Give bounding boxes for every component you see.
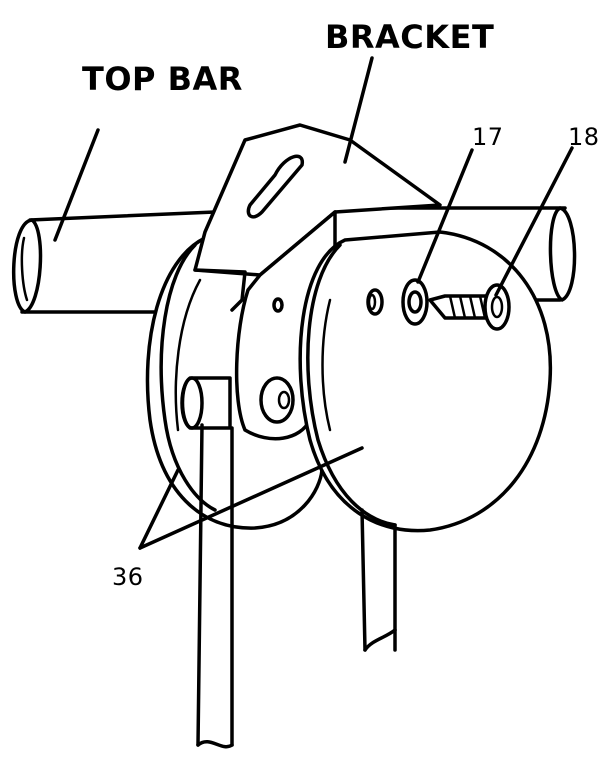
part-36-leader-b bbox=[138, 446, 364, 550]
part-36-leader-a bbox=[138, 468, 180, 550]
washer-17 bbox=[401, 278, 429, 326]
part-17-label: 17 bbox=[472, 123, 504, 151]
part-36-label: 36 bbox=[112, 563, 144, 591]
top-bar-label: TOP BAR bbox=[82, 60, 243, 98]
part-18-leader bbox=[494, 146, 574, 297]
right-pulley bbox=[298, 230, 553, 533]
callout-labels: TOP BAR BRACKET 17 18 36 bbox=[82, 18, 600, 591]
top-bar-tube bbox=[11, 206, 577, 314]
part-18-label: 18 bbox=[568, 123, 600, 151]
right-leg bbox=[360, 508, 397, 652]
screw-18 bbox=[428, 283, 511, 331]
left-shaft bbox=[180, 376, 234, 749]
part-17-leader bbox=[416, 148, 474, 284]
leader-lines bbox=[53, 56, 574, 550]
top-bar-leader bbox=[53, 128, 100, 242]
bracket-label: BRACKET bbox=[325, 18, 494, 56]
bracket-leader bbox=[343, 56, 374, 164]
